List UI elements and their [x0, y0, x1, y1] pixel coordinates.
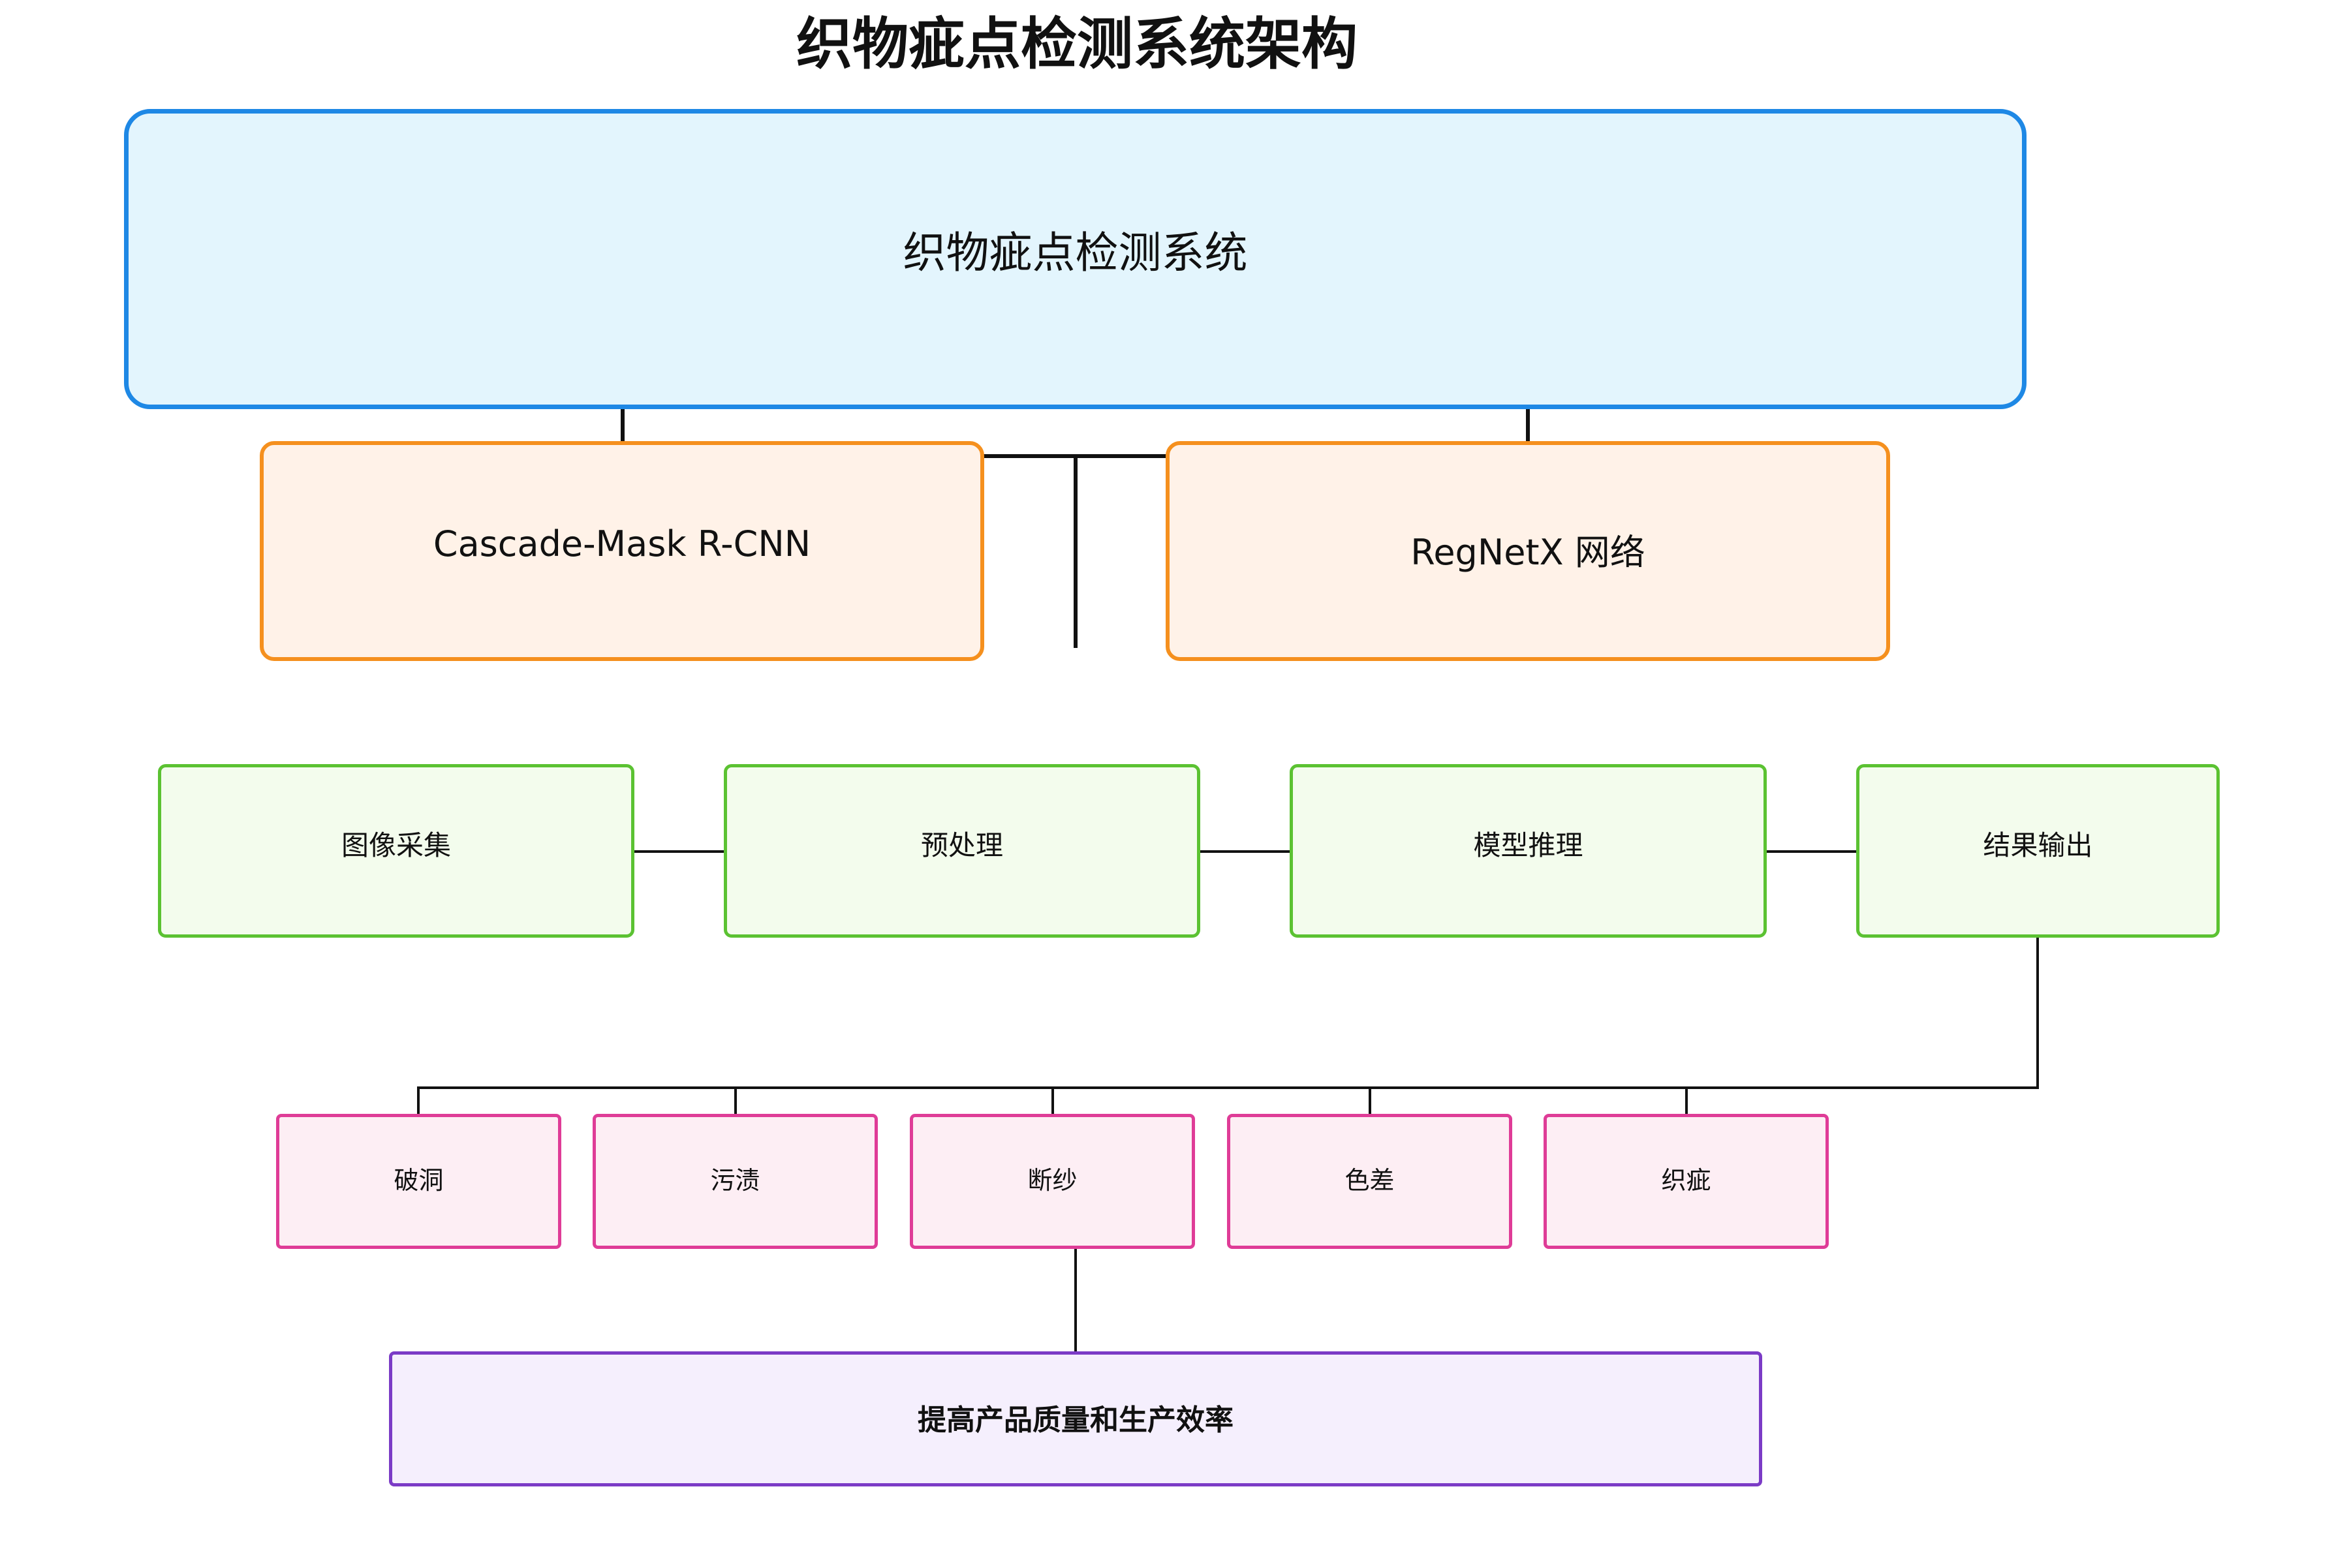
model-node-label: Cascade-Mask R-CNN [433, 523, 811, 564]
defect-node-label: 污渍 [710, 1166, 760, 1195]
defect-node-broken-yarn: 断纱 [910, 1114, 1195, 1249]
pipeline-step-preprocess: 预处理 [724, 764, 1200, 938]
pipeline-step-label: 结果输出 [1983, 829, 2093, 861]
system-node: 织物疵点检测系统 [124, 109, 2027, 409]
pipeline-step-inference: 模型推理 [1290, 764, 1767, 938]
model-node-regnetx: RegNetX 网络 [1166, 441, 1890, 661]
pipeline-step-label: 预处理 [920, 829, 1003, 861]
defect-node-label: 断纱 [1027, 1166, 1078, 1195]
defect-node-label: 色差 [1344, 1166, 1395, 1195]
output-defect-connector [417, 931, 2039, 1119]
defect-node-label: 破洞 [394, 1166, 444, 1195]
system-model-connector [621, 377, 1530, 648]
pipeline-step-label: 模型推理 [1473, 829, 1583, 861]
model-node-label: RegNetX 网络 [1410, 532, 1645, 573]
defect-node-label: 织疵 [1661, 1166, 1711, 1195]
defect-node-weaving-flaw: 织疵 [1544, 1114, 1829, 1249]
pipeline-step-output: 结果输出 [1856, 764, 2220, 938]
system-node-label: 织物疵点检测系统 [903, 228, 1248, 278]
goal-node-label: 提高产品质量和生产效率 [918, 1404, 1234, 1437]
diagram-title: 织物疵点检测系统架构 [796, 12, 1358, 77]
goal-node: 提高产品质量和生产效率 [389, 1351, 1762, 1486]
defect-node-hole: 破洞 [276, 1114, 561, 1249]
pipeline-step-label: 图像采集 [341, 829, 451, 861]
model-node-cascade-mask-rcnn: Cascade-Mask R-CNN [260, 441, 984, 661]
defect-node-color-difference: 色差 [1227, 1114, 1512, 1249]
pipeline-step-image-capture: 图像采集 [158, 764, 634, 938]
defect-node-stain: 污渍 [593, 1114, 878, 1249]
